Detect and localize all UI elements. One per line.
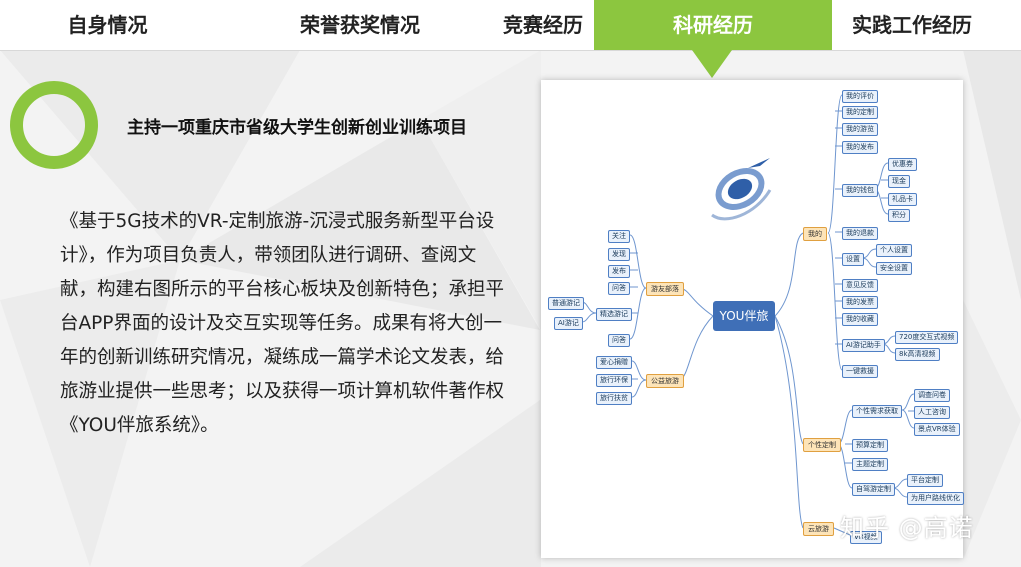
- tab-self-intro[interactable]: 自身情况: [67, 13, 148, 37]
- section-heading: 主持一项重庆市省级大学生创新创业训练项目: [127, 118, 467, 138]
- active-tab-pointer: [692, 50, 732, 78]
- mindmap-leaf: 优惠券: [888, 158, 917, 171]
- mindmap-leaf: AI游记: [554, 317, 583, 330]
- tab-practice[interactable]: 实践工作经历: [852, 13, 972, 37]
- mindmap-leaf: 问答: [608, 334, 630, 347]
- zhihu-watermark: 知乎 @高诺: [840, 514, 974, 542]
- mindmap-leaf: 为用户路线优化: [907, 492, 964, 505]
- mindmap-center-node: YOU伴旅: [713, 301, 775, 331]
- plane-logo-icon: [711, 158, 772, 221]
- mindmap-leaf: 设置: [842, 253, 864, 266]
- mindmap-leaf: 旅行扶贫: [596, 392, 632, 405]
- mindmap-leaf: 人工咨询: [914, 406, 950, 419]
- mindmap-leaf: 意见反馈: [842, 279, 878, 292]
- mindmap-leaf: 预算定制: [852, 439, 888, 452]
- mindmap-leaf: AI游记助手: [842, 339, 885, 352]
- mindmap-leaf: 个性需求获取: [852, 405, 902, 418]
- mindmap-node-charity-travel: 公益旅游: [646, 374, 684, 388]
- mindmap-leaf: 自驾游定制: [852, 483, 895, 496]
- mindmap-node-community: 游友部落: [646, 282, 684, 296]
- mindmap-leaf: 精选游记: [596, 308, 632, 321]
- mindmap-leaf: 我的收藏: [842, 313, 878, 326]
- mindmap-leaf: 积分: [888, 209, 910, 222]
- mindmap-leaf: 礼品卡: [888, 193, 917, 206]
- tab-honors[interactable]: 荣誉获奖情况: [300, 13, 420, 37]
- mindmap-leaf: 关注: [608, 230, 630, 243]
- mindmap-leaf: 安全设置: [876, 262, 912, 275]
- mindmap-node-customize: 个性定制: [803, 438, 841, 452]
- mindmap-leaf: 个人设置: [876, 244, 912, 257]
- tab-competitions[interactable]: 竞赛经历: [503, 13, 583, 37]
- mindmap-leaf: 旅行环保: [596, 374, 632, 387]
- mindmap-leaf: 我的评价: [842, 90, 878, 103]
- mindmap-leaf: 景点VR体验: [914, 423, 960, 436]
- mindmap-leaf: 现金: [888, 175, 910, 188]
- mindmap-leaf: 主题定制: [852, 458, 888, 471]
- mindmap-leaf: 我的发票: [842, 296, 878, 309]
- mindmap-node-cloud-travel: 云旅游: [803, 522, 834, 536]
- top-navigation: 自身情况 荣誉获奖情况 竞赛经历 科研经历 实践工作经历: [0, 0, 1021, 51]
- mindmap-leaf: 问答: [608, 282, 630, 295]
- mindmap-node-mine: 我的: [803, 227, 827, 241]
- mindmap-leaf: 8k高清视频: [895, 348, 940, 361]
- mindmap-leaf: VR视频: [850, 531, 882, 544]
- mindmap-leaf: 发现: [608, 248, 630, 261]
- mindmap-leaf: 普通游记: [548, 297, 584, 310]
- mindmap-leaf: 爱心捐赠: [596, 356, 632, 369]
- mindmap-leaf: 我的发布: [842, 141, 878, 154]
- mindmap-leaf: 我的退款: [842, 227, 878, 240]
- tab-research[interactable]: 科研经历: [594, 0, 832, 50]
- mindmap-leaf: 平台定制: [907, 474, 943, 487]
- mindmap-leaf: 发布: [608, 265, 630, 278]
- mindmap-leaf: 调查问卷: [914, 389, 950, 402]
- section-body-text: 《基于5G技术的VR-定制旅游-沉浸式服务新型平台设计》，作为项目负责人，带领团…: [60, 211, 505, 436]
- mindmap-leaf: 一键救援: [842, 365, 878, 378]
- mindmap-leaf: 我的钱包: [842, 184, 878, 197]
- mindmap-leaf: 我的定制: [842, 106, 878, 119]
- mindmap-leaf: 720度交互式视频: [895, 331, 959, 344]
- mindmap-leaf: 我的游览: [842, 123, 878, 136]
